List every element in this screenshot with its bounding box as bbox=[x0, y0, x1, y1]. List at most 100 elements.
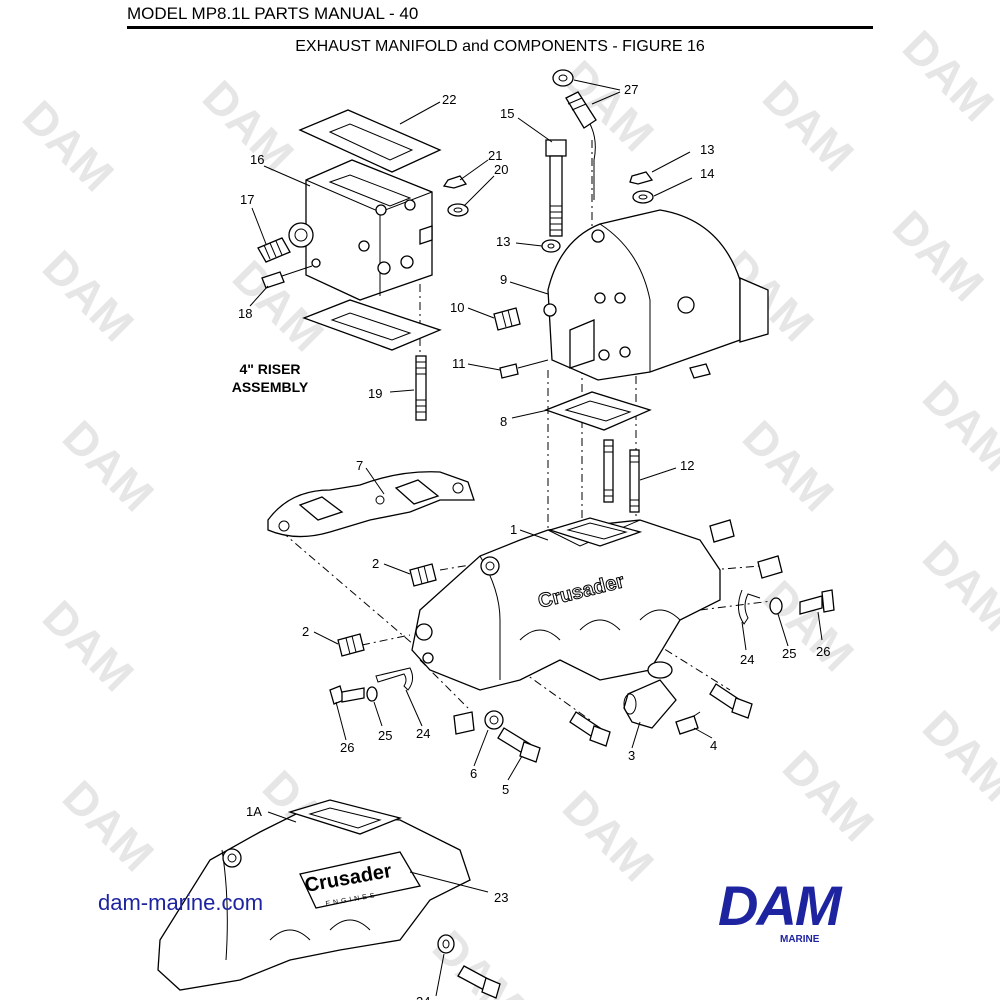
watermark: DAM bbox=[33, 240, 144, 351]
nut-13 bbox=[629, 171, 654, 185]
watermark: DAM bbox=[33, 590, 144, 701]
callout-19: 19 bbox=[368, 386, 382, 401]
callout-3: 3 bbox=[628, 748, 635, 763]
callout-2-lower: 2 bbox=[302, 624, 309, 639]
leader-lines bbox=[249, 79, 823, 997]
bolt-5 bbox=[497, 727, 541, 763]
watermark: DAM bbox=[773, 740, 884, 851]
bolt-lower-middle bbox=[569, 711, 611, 747]
watermark: DAM bbox=[53, 410, 164, 521]
callout-2-upper: 2 bbox=[372, 556, 379, 571]
callout-10: 10 bbox=[450, 300, 464, 315]
callout-16: 16 bbox=[250, 152, 264, 167]
watermark: DAM bbox=[893, 20, 1000, 131]
riser-assembly-label: 4" RISER ASSEMBLY bbox=[200, 360, 340, 396]
callout-9: 9 bbox=[500, 272, 507, 287]
washer-25-left bbox=[366, 686, 378, 702]
fitting-18 bbox=[261, 258, 321, 289]
figure-title: EXHAUST MANIFOLD and COMPONENTS - FIGURE… bbox=[295, 38, 705, 55]
plug-2-upper bbox=[409, 563, 437, 587]
manifold-1a: Crusader ENGINES bbox=[157, 799, 471, 991]
watermark: DAM bbox=[913, 700, 1000, 811]
watermark: DAM bbox=[753, 70, 864, 181]
fitting-11 bbox=[499, 359, 711, 379]
bolt-15 bbox=[545, 139, 567, 237]
washer-14 bbox=[632, 190, 654, 204]
callout-12: 12 bbox=[680, 458, 694, 473]
callout-22: 22 bbox=[442, 92, 456, 107]
callout-18: 18 bbox=[238, 306, 252, 321]
callout-14: 14 bbox=[700, 166, 714, 181]
callout-24-right: 24 bbox=[740, 652, 754, 667]
callout-labels: 22 27 15 16 21 20 13 14 17 13 9 18 10 11… bbox=[238, 82, 830, 1000]
callout-6: 6 bbox=[470, 766, 477, 781]
callout-21: 21 bbox=[488, 148, 502, 163]
watermark: DAM bbox=[913, 370, 1000, 481]
elbow-9 bbox=[543, 209, 769, 381]
nut-21 bbox=[442, 175, 468, 189]
callout-25-left: 25 bbox=[378, 728, 392, 743]
watermark: DAM bbox=[753, 570, 864, 681]
bolt-26-left bbox=[329, 685, 365, 705]
callout-27: 27 bbox=[624, 82, 638, 97]
washer-20 bbox=[447, 203, 469, 217]
riser-label-line1: 4" RISER bbox=[239, 361, 301, 377]
sensor-27 bbox=[552, 69, 597, 200]
plug-right-upper bbox=[709, 519, 735, 543]
bolt-26-right bbox=[799, 589, 835, 615]
plug-right-lower bbox=[757, 555, 783, 579]
gasket-8 bbox=[544, 391, 652, 431]
callout-5: 5 bbox=[502, 782, 509, 797]
washer-25-right bbox=[769, 597, 783, 615]
washer-lower-1a bbox=[437, 934, 455, 954]
callout-1a: 1A bbox=[246, 804, 262, 819]
dam-marine-logo: DAM MARINE bbox=[718, 874, 898, 946]
callout-24-bottom: 24 bbox=[416, 994, 430, 1000]
callout-4: 4 bbox=[710, 738, 717, 753]
watermark: DAM bbox=[553, 780, 664, 891]
callout-11: 11 bbox=[452, 356, 466, 371]
callout-24-left: 24 bbox=[416, 726, 430, 741]
callout-13-top: 13 bbox=[700, 142, 714, 157]
watermark: DAM bbox=[53, 770, 164, 881]
watermark: DAM bbox=[423, 920, 534, 1000]
callout-23: 23 bbox=[494, 890, 508, 905]
plug-17 bbox=[257, 237, 291, 263]
callout-15: 15 bbox=[500, 106, 514, 121]
riser-16 bbox=[288, 159, 433, 301]
studs-12 bbox=[603, 439, 640, 513]
callout-26-left: 26 bbox=[340, 740, 354, 755]
website-link[interactable]: dam-marine.com bbox=[98, 890, 264, 915]
bolt-lower-1a bbox=[457, 965, 501, 999]
gasket-lower-riser bbox=[302, 299, 442, 351]
callout-26-right: 26 bbox=[816, 644, 830, 659]
riser-label-line2: ASSEMBLY bbox=[231, 379, 309, 395]
plug-2-lower bbox=[337, 633, 365, 657]
callout-25-right: 25 bbox=[782, 646, 796, 661]
watermark: DAM bbox=[883, 200, 994, 311]
callout-1: 1 bbox=[510, 522, 517, 537]
logo-mark: DAM bbox=[718, 874, 842, 937]
callout-13-left: 13 bbox=[496, 234, 510, 249]
callout-8: 8 bbox=[500, 414, 507, 429]
bolt-lower-right bbox=[709, 683, 753, 719]
fitting-3 bbox=[623, 661, 677, 729]
fitting-4 bbox=[675, 711, 701, 735]
manifold-1: Crusader bbox=[411, 517, 721, 691]
stud-19 bbox=[415, 355, 427, 421]
callout-17: 17 bbox=[240, 192, 254, 207]
gasket-7 bbox=[267, 471, 475, 538]
gasket-22 bbox=[298, 109, 442, 173]
logo-subtitle: MARINE bbox=[780, 934, 820, 945]
watermark: DAM bbox=[913, 530, 1000, 641]
header-rule bbox=[127, 26, 873, 29]
bracket-24-right bbox=[738, 589, 761, 625]
callout-7: 7 bbox=[356, 458, 363, 473]
watermark: DAM bbox=[13, 90, 124, 201]
washer-13 bbox=[541, 239, 561, 253]
watermark: DAM bbox=[733, 410, 844, 521]
watermark: DAM bbox=[193, 70, 304, 181]
plug-6 bbox=[453, 710, 504, 735]
callout-20: 20 bbox=[494, 162, 508, 177]
